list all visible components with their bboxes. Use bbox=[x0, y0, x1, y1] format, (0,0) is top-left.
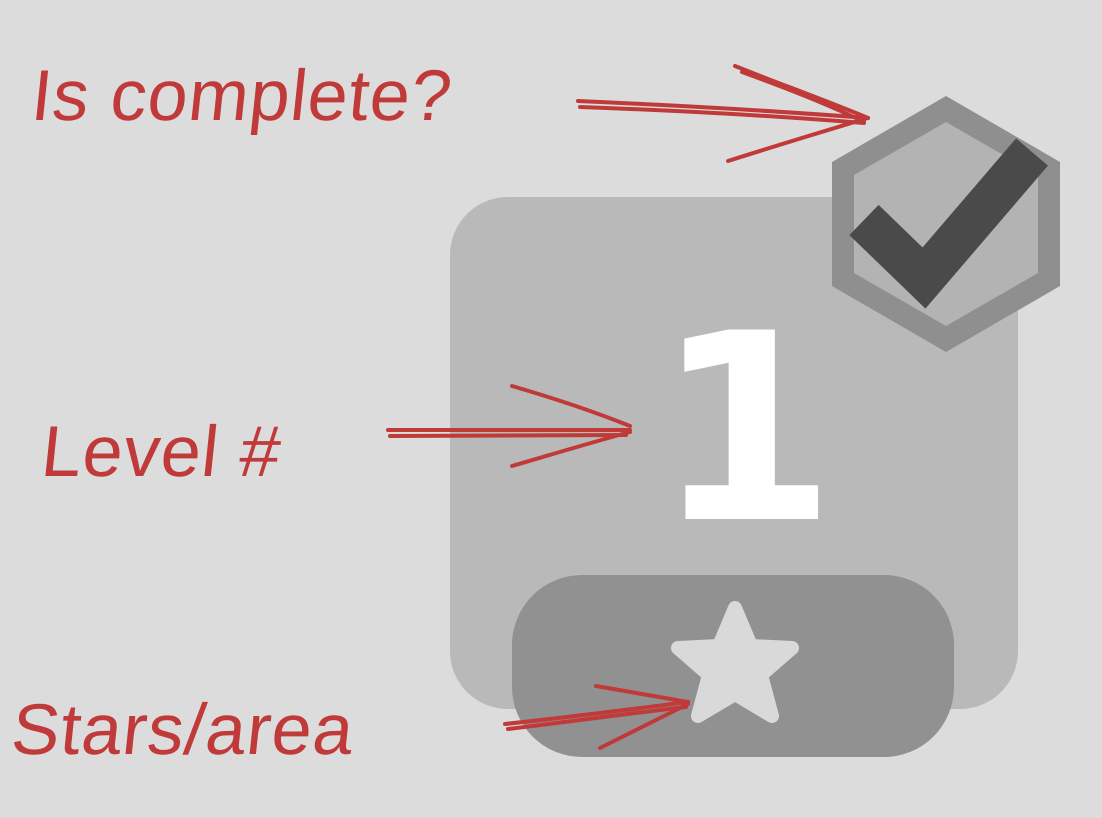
annotation-stars-area: Stars/area bbox=[7, 690, 359, 770]
annotation-level-number: Level # bbox=[37, 412, 286, 492]
complete-check-icon bbox=[832, 96, 1060, 352]
star-icon bbox=[671, 601, 799, 723]
level-number: 1 bbox=[655, 279, 836, 581]
annotation-is-complete: Is complete? bbox=[27, 56, 457, 136]
